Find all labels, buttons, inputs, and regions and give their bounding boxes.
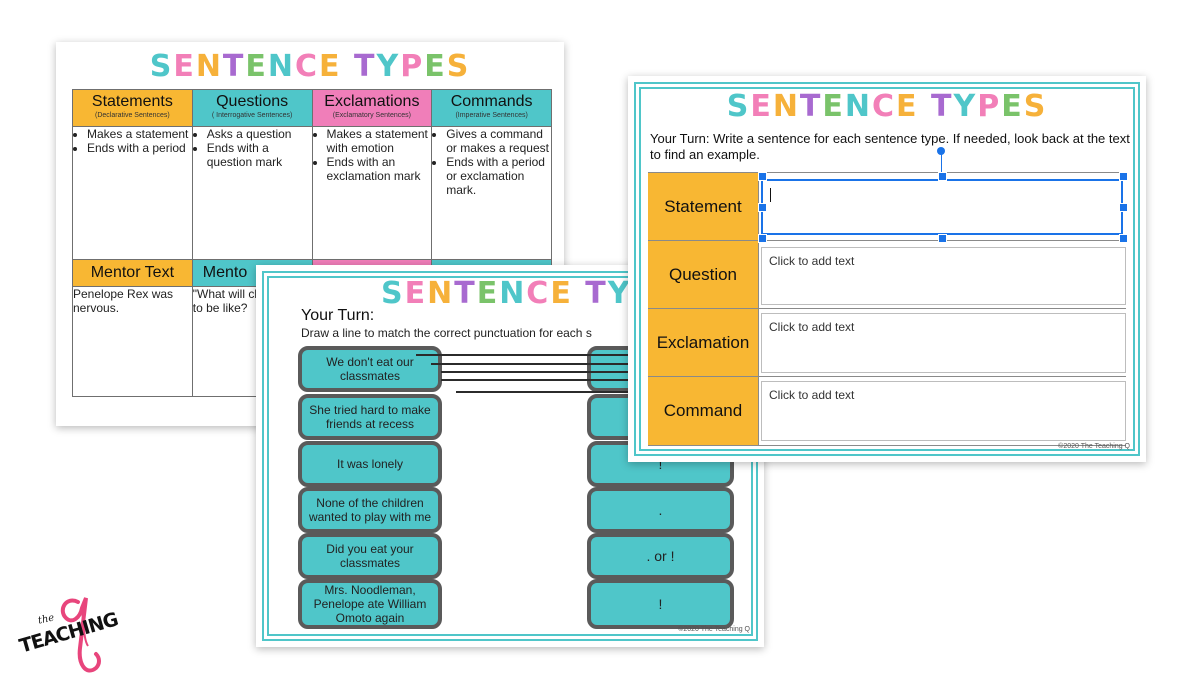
header-exclamations: Exclamations (Exclamatory Sentences) [311, 89, 433, 127]
label-question: Question [648, 241, 759, 309]
statements-bullets: Makes a statementEnds with a period [72, 126, 193, 260]
slide3-title: SENTENCE TYPES [726, 89, 1048, 124]
slide2-copyright: ©2020 The Teaching Q [678, 626, 750, 633]
punctuation-card[interactable]: . or ! [587, 533, 734, 579]
row-question: Question Click to add text [648, 240, 1126, 309]
slide-your-turn-write: SENTENCE TYPES Your Turn: Write a senten… [628, 76, 1146, 462]
header-questions: Questions ( Interrogative Sentences) [191, 89, 313, 127]
exclamations-bullets: Makes a statement with emotionEnds with … [311, 126, 433, 260]
resize-handle[interactable] [758, 172, 767, 181]
question-text-box[interactable]: Click to add text [761, 247, 1126, 305]
your-turn-label: Your Turn: [301, 307, 375, 324]
text-cursor [770, 187, 771, 202]
resize-handle[interactable] [1119, 234, 1128, 243]
resize-handle[interactable] [758, 234, 767, 243]
row-exclamation: Exclamation Click to add text [648, 308, 1126, 377]
header-commands: Commands (Imperative Sentences) [431, 89, 552, 127]
header-statements: Statements (Declarative Sentences) [72, 89, 193, 127]
sentence-card[interactable]: None of the children wanted to play with… [298, 487, 442, 533]
resize-handle[interactable] [1119, 203, 1128, 212]
slide2-instruction: Draw a line to match the correct punctua… [301, 326, 592, 340]
connector-line[interactable] [416, 354, 631, 356]
resize-handle[interactable] [758, 203, 767, 212]
logo-q-swash [60, 597, 101, 673]
sentence-card[interactable]: She tried hard to make friends at recess [298, 394, 442, 440]
punctuation-card[interactable]: ! [587, 579, 734, 629]
sentence-card[interactable]: Mrs. Noodleman, Penelope ate William Omo… [298, 579, 442, 629]
sentence-card[interactable]: Did you eat your classmates [298, 533, 442, 579]
mentor-text-header-1: Mentor Text [72, 259, 193, 287]
label-command: Command [648, 377, 759, 445]
punctuation-card[interactable]: . [587, 487, 734, 533]
exclamation-text-box[interactable]: Click to add text [761, 313, 1126, 373]
connector-line[interactable] [431, 363, 631, 365]
resize-handle[interactable] [938, 234, 947, 243]
slide1-title: SENTENCE TYPES [149, 49, 471, 84]
label-exclamation: Exclamation [648, 309, 759, 377]
resize-handle[interactable] [938, 172, 947, 181]
slide3-instruction: Your Turn: Write a sentence for each sen… [650, 131, 1130, 162]
questions-bullets: Asks a questionEnds with a question mark [191, 126, 313, 260]
statement-text-box[interactable] [761, 179, 1123, 235]
row-command: Command Click to add text [648, 376, 1126, 446]
sentence-card[interactable]: It was lonely [298, 441, 442, 487]
connector-line[interactable] [441, 379, 631, 381]
command-text-box[interactable]: Click to add text [761, 381, 1126, 441]
label-statement: Statement [648, 173, 759, 241]
connector-line[interactable] [441, 371, 631, 373]
sentence-card[interactable]: We don't eat our classmates [298, 346, 442, 392]
rotate-handle-line [941, 154, 942, 176]
resize-handle[interactable] [1119, 172, 1128, 181]
mentor-text-1: Penelope Rex was nervous. [72, 286, 193, 397]
connector-line[interactable] [456, 391, 631, 393]
rotate-handle[interactable] [937, 147, 945, 155]
commands-bullets: Gives a command or makes a requestEnds w… [431, 126, 552, 260]
row-statement: Statement [648, 172, 1126, 241]
the-teaching-q-logo: the TEACHING [14, 588, 134, 683]
slide3-copyright: ©2020 The Teaching Q [1058, 443, 1130, 450]
